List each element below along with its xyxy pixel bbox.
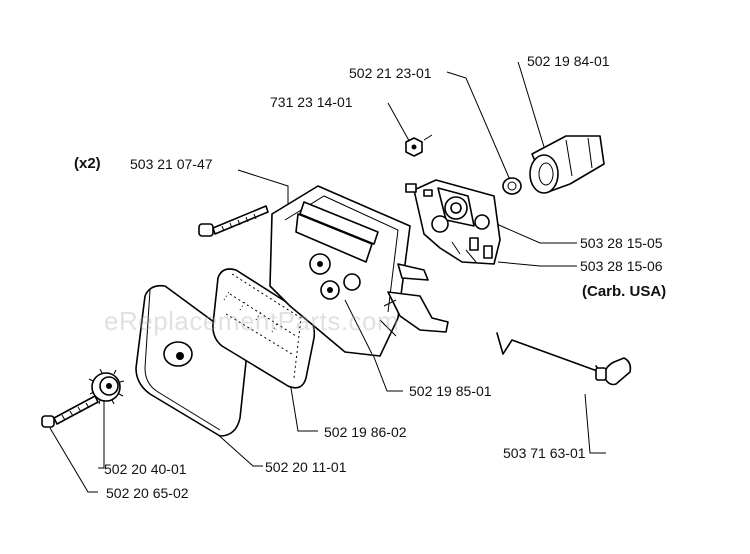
intake-adapter xyxy=(529,135,605,194)
watermark: eReplacementParts.com xyxy=(104,306,400,336)
leader-lines xyxy=(49,61,606,493)
air-filter-element xyxy=(212,268,316,389)
nut xyxy=(405,134,433,157)
cover-knob xyxy=(88,368,125,405)
part-label-502-19-85-01[interactable]: 502 19 85-01 xyxy=(409,383,492,399)
part-label-502-20-65-02[interactable]: 502 20 65-02 xyxy=(106,485,189,501)
part-label-502-21-23-01[interactable]: 502 21 23-01 xyxy=(349,65,432,81)
carburetor xyxy=(405,179,501,265)
part-label-503-28-15-05[interactable]: 503 28 15-05 xyxy=(580,235,663,251)
part-label-503-21-07-47[interactable]: 503 21 07-47 xyxy=(130,156,213,172)
carb-usa-note: (Carb. USA) xyxy=(582,283,667,300)
part-label-731-23-14-01[interactable]: 731 23 14-01 xyxy=(270,94,353,110)
short-screw xyxy=(41,395,99,428)
air-filter-housing xyxy=(269,185,449,357)
part-label-503-71-63-01[interactable]: 503 71 63-01 xyxy=(503,445,586,461)
part-label-502-19-84-01[interactable]: 502 19 84-01 xyxy=(527,53,610,69)
choke-rod xyxy=(496,332,632,386)
quantity-note: (x2) xyxy=(74,155,101,172)
air-filter-cover xyxy=(135,284,247,437)
part-label-502-19-86-02[interactable]: 502 19 86-02 xyxy=(324,424,407,440)
gasket xyxy=(502,177,522,195)
part-label-502-20-11-01[interactable]: 502 20 11-01 xyxy=(265,459,347,475)
part-label-502-20-40-01[interactable]: 502 20 40-01 xyxy=(104,461,187,477)
long-screw xyxy=(198,205,269,237)
part-label-503-28-15-06[interactable]: 503 28 15-06 xyxy=(580,258,663,274)
